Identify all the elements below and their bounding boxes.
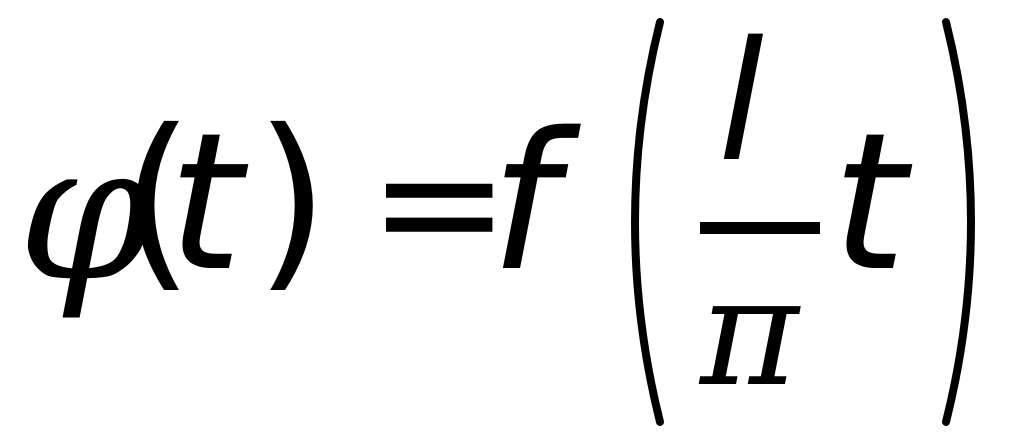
fraction-denominator-pi: π [700, 246, 799, 420]
large-right-parenthesis [942, 18, 975, 426]
left-parenthesis: ( [120, 89, 195, 310]
phi-symbol: φ [18, 102, 152, 323]
right-parenthesis: ) [255, 89, 330, 310]
large-left-parenthesis [631, 18, 664, 426]
fraction-bar [700, 222, 820, 234]
function-f: f [490, 92, 557, 313]
lhs-variable-t: t [168, 92, 243, 313]
rhs-variable-t: t [832, 92, 907, 313]
fraction-numerator: l [718, 6, 764, 198]
equals-sign: = [368, 104, 511, 302]
